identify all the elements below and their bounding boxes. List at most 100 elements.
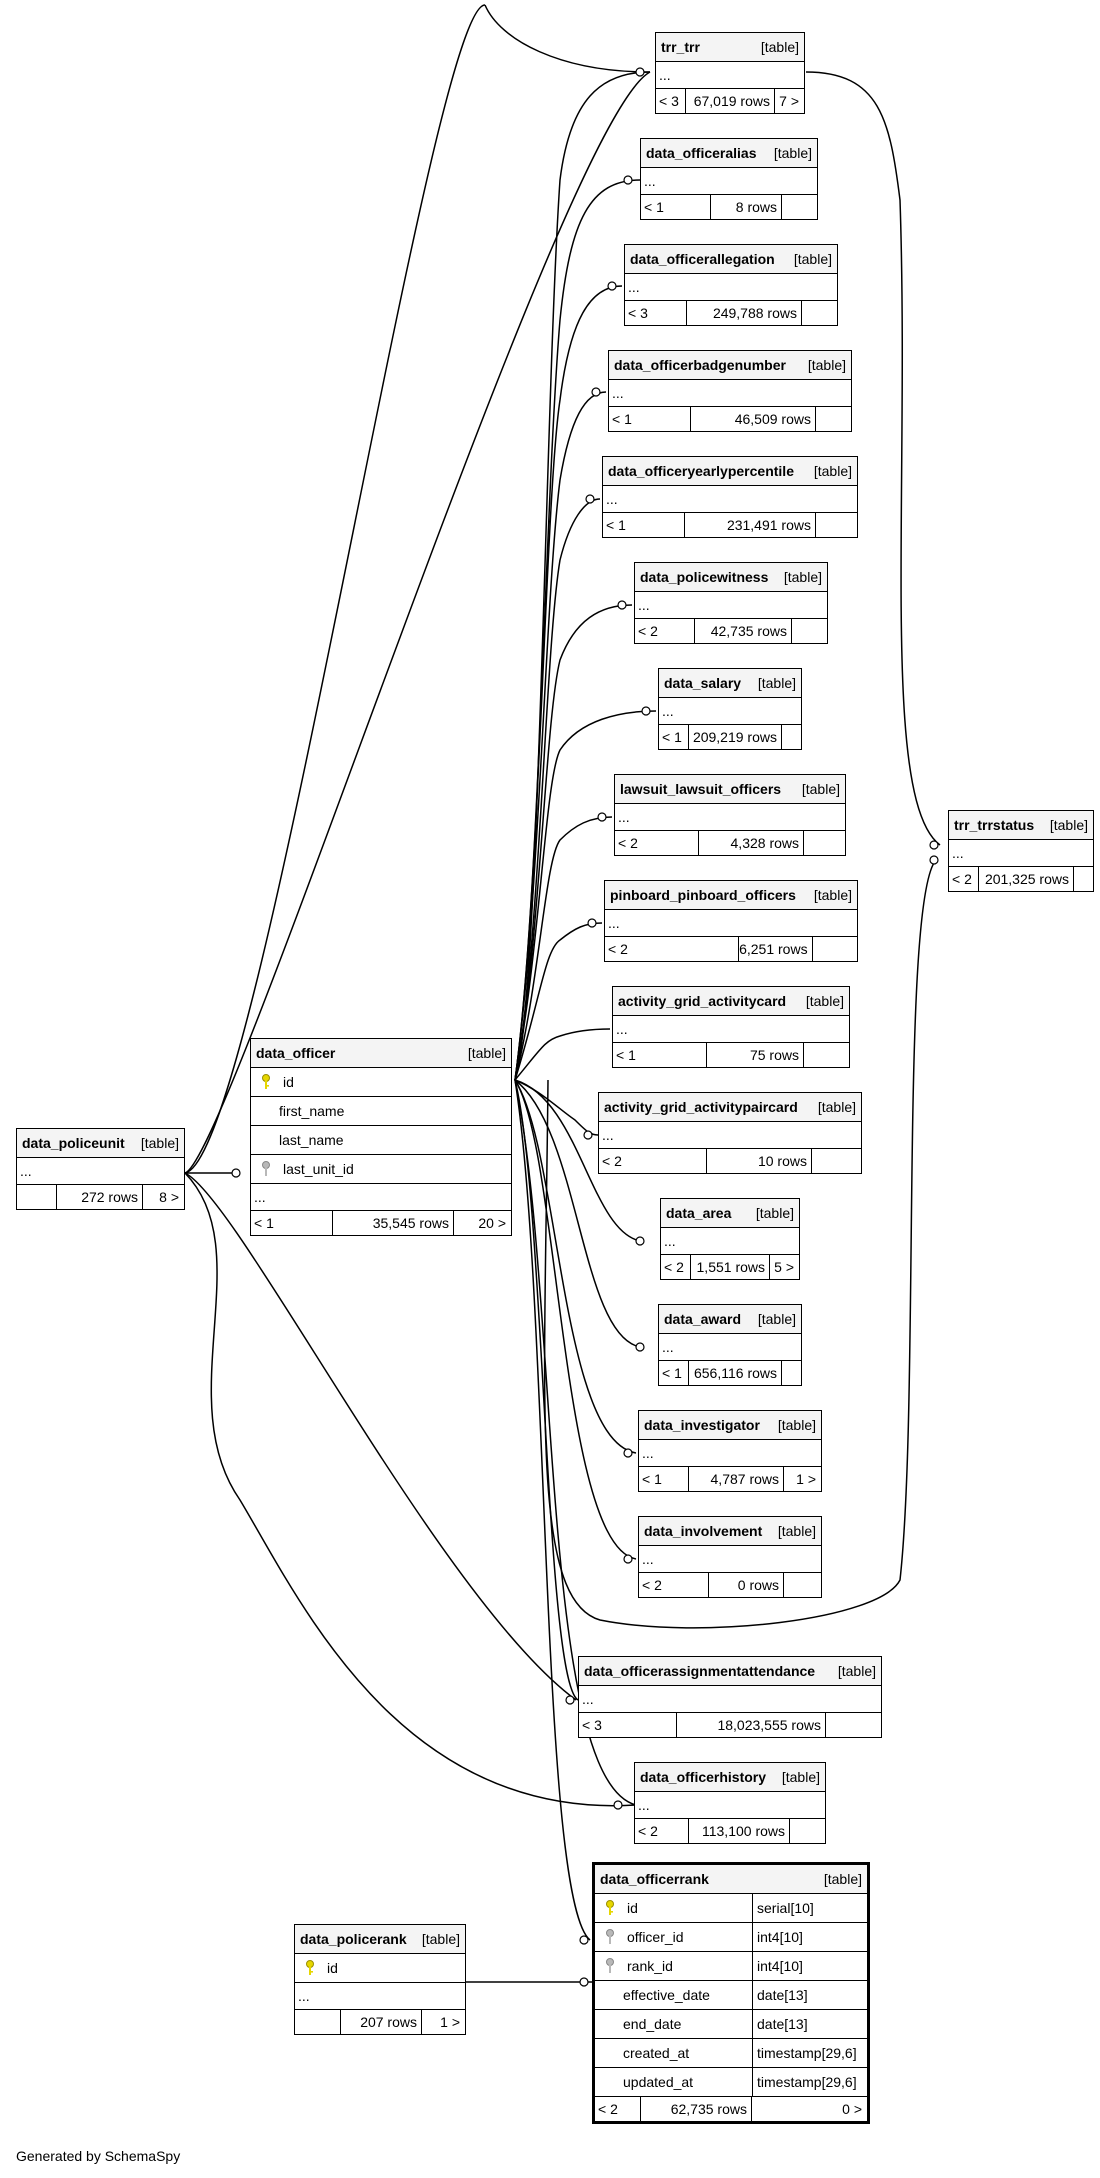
ellipsis-row: ... (605, 910, 857, 937)
table-type: [table] (813, 463, 852, 479)
children-count (790, 1819, 825, 1843)
table-pinboard_pinboard_officers[interactable]: pinboard_pinboard_officers [table] ... < … (604, 880, 858, 962)
children-count: 1 > (440, 2014, 460, 2030)
parents-count: < 2 (661, 1255, 691, 1279)
table-type: [table] (823, 1871, 862, 1887)
primary-key-icon (257, 1074, 275, 1090)
link-endpoints (231, 67, 939, 1987)
table-type: [table] (837, 1663, 876, 1679)
table-name: activity_grid_activitypaircard (604, 1099, 798, 1115)
table-type: [table] (773, 145, 812, 161)
parents-count: < 2 (615, 831, 699, 855)
table-name: data_policeunit (22, 1135, 125, 1151)
ellipsis-row: ... (615, 804, 845, 831)
table-type: [table] (805, 993, 844, 1009)
trrstatus-links (484, 4, 941, 1629)
table-name: data_officerrank (600, 1871, 709, 1887)
ellipsis-row: ... (635, 592, 827, 619)
column-name: id (327, 1960, 338, 1976)
row-count: 35,545 rows (333, 1211, 454, 1235)
table-data_officeryearlypercentile[interactable]: data_officeryearlypercentile[table] ... … (602, 456, 858, 538)
column-name: effective_date (623, 1987, 710, 2003)
table-type: [table] (793, 251, 832, 267)
parents-count: < 2 (605, 937, 740, 961)
children-count (782, 1361, 801, 1385)
column-name: rank_id (627, 1958, 673, 1974)
table-type: [table] (777, 1523, 816, 1539)
primary-key-icon (301, 1960, 319, 1976)
parents-count: < 3 (579, 1713, 677, 1737)
table-name: data_officeralias (646, 145, 757, 161)
children-count (813, 937, 857, 961)
table-name: lawsuit_lawsuit_officers (620, 781, 782, 797)
row-count: 42,735 rows (695, 619, 792, 643)
table-activity_grid_activitycard[interactable]: activity_grid_activitycard[table] ... < … (612, 986, 850, 1068)
column-row: id serial[10] (595, 1894, 867, 1923)
ellipsis-row: ... (295, 1983, 465, 2010)
foreign-key-icon (601, 1958, 619, 1974)
row-count: 272 rows (57, 1185, 143, 1209)
row-count: 10 rows (707, 1149, 812, 1173)
table-data_officerassignmentattendance[interactable]: data_officerassignmentattendance[table] … (578, 1656, 882, 1738)
ellipsis-row: ... (579, 1686, 881, 1713)
table-name: data_officeryearlypercentile (608, 463, 794, 479)
children-count (802, 301, 837, 325)
children-count (812, 1149, 861, 1173)
table-name: pinboard_pinboard_officers (610, 887, 796, 903)
column-row: id (295, 1954, 465, 1983)
parents-count: < 2 (595, 2097, 641, 2121)
table-name: data_involvement (644, 1523, 763, 1539)
table-data_officerrank[interactable]: data_officerrank[table] id serial[10] of… (592, 1862, 870, 2124)
generated-by-footer: Generated by SchemaSpy (16, 2148, 181, 2164)
row-count: 4,787 rows (689, 1467, 784, 1491)
officer-links (514, 71, 657, 1941)
parents-count: < 2 (949, 867, 979, 891)
parents-count: < 1 (659, 725, 689, 749)
children-count (816, 513, 857, 537)
parents-count: < 3 (625, 301, 687, 325)
table-type: [table] (777, 1417, 816, 1433)
table-type: [table] (467, 1045, 506, 1061)
table-activity_grid_activitypaircard[interactable]: activity_grid_activitypaircard[table] ..… (598, 1092, 862, 1174)
table-name: data_officerassignmentattendance (584, 1663, 816, 1679)
table-name: data_officerallegation (630, 251, 775, 267)
table-type: [table] (421, 1931, 460, 1947)
parents-count (17, 1185, 57, 1209)
ellipsis-row: ... (609, 380, 851, 407)
children-count (782, 725, 801, 749)
column-type: int4[10] (752, 1923, 867, 1951)
children-count (804, 1043, 849, 1067)
row-count: 209,219 rows (689, 725, 782, 749)
table-name: data_area (666, 1205, 732, 1221)
row-count: 201,325 rows (979, 867, 1074, 891)
parents-count: < 1 (641, 195, 711, 219)
table-type: [table] (813, 887, 852, 903)
row-count: 46,509 rows (691, 407, 816, 431)
ellipsis-row: ... (635, 1792, 825, 1819)
ellipsis-row: ... (17, 1158, 184, 1185)
table-data_officer[interactable]: data_officer[table] id first_name last_n… (250, 1038, 512, 1236)
column-name: id (627, 1900, 638, 1916)
children-count: 20 > (478, 1215, 506, 1231)
table-name: data_policewitness (640, 569, 769, 585)
table-name: data_policerank (300, 1931, 407, 1947)
ellipsis-row: ... (603, 486, 857, 513)
